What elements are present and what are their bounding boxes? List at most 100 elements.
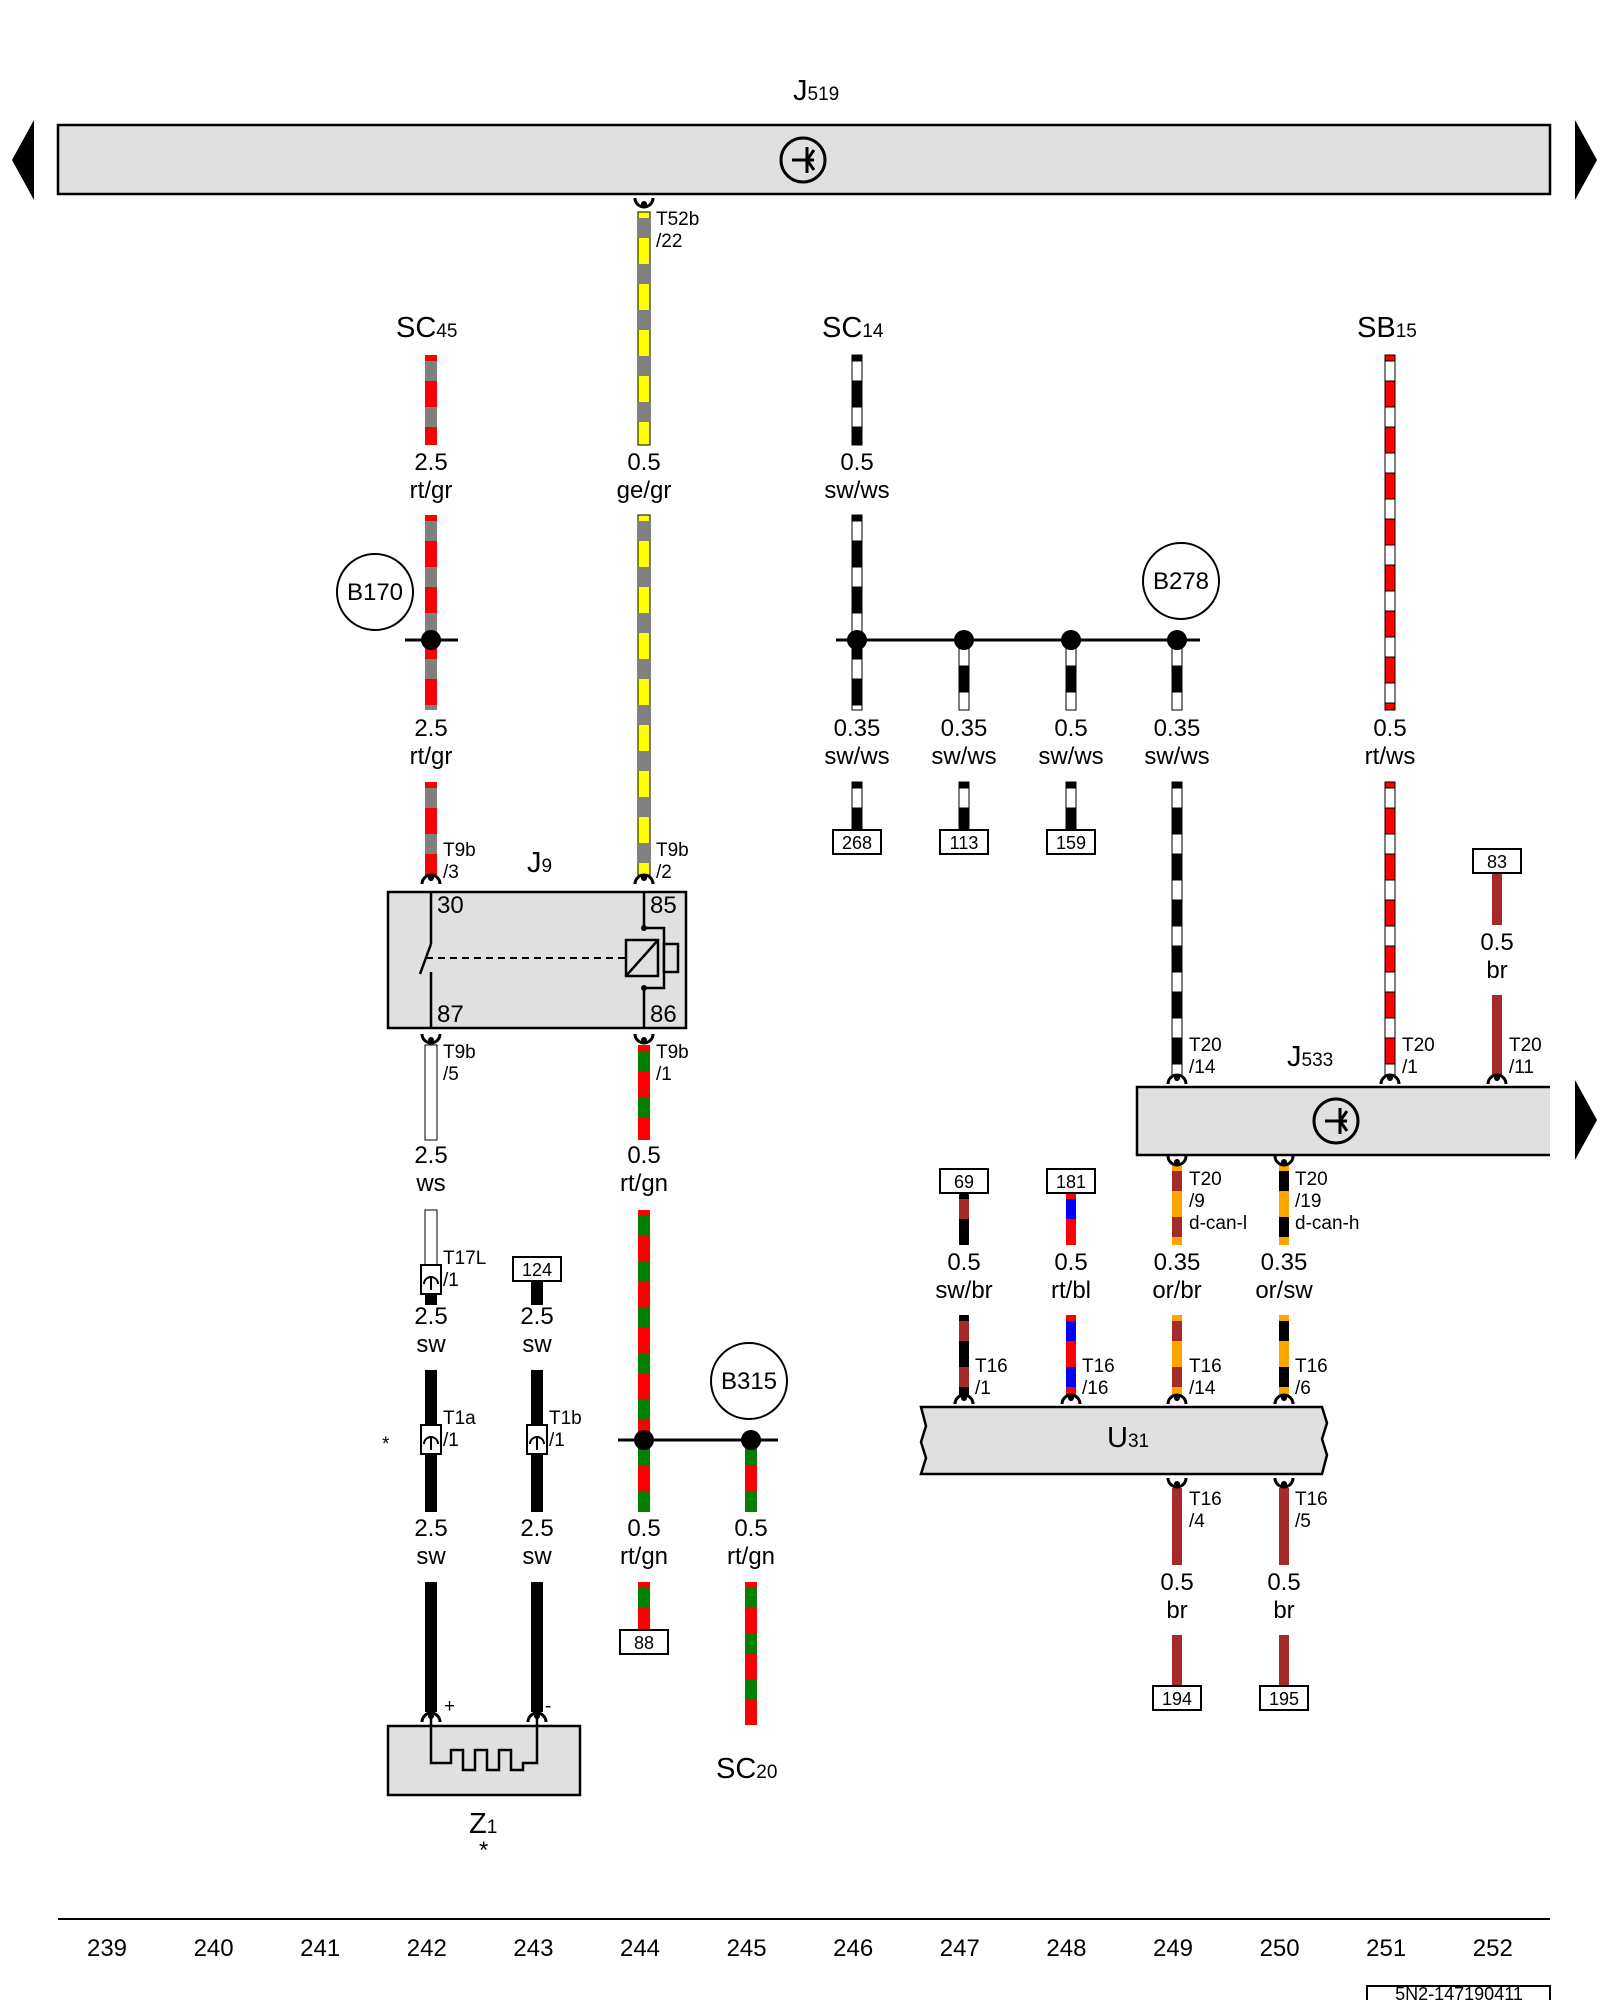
connector-pin-icon: [633, 1033, 655, 1045]
ref-box-181[interactable]: 181: [1046, 1168, 1096, 1194]
wire-w15-segment[interactable]: [1065, 639, 1077, 711]
wire-w22-segment[interactable]: [1279, 1315, 1289, 1395]
svg-text:194: 194: [1162, 1689, 1192, 1709]
module-j533[interactable]: J533: [1135, 1041, 1550, 1157]
wire-w6-segment[interactable]: [425, 1454, 437, 1512]
wire-w6-segment[interactable]: [425, 1582, 437, 1712]
wire-w16-segment[interactable]: [1171, 639, 1183, 711]
j9-pin-85: 85: [650, 892, 677, 919]
svg-text:0.5: 0.5: [1480, 929, 1513, 956]
splice-dot-icon: [847, 630, 867, 650]
wire-w17-segment[interactable]: [1384, 781, 1396, 1076]
wire-w8-segment[interactable]: [637, 211, 651, 446]
ref-box-195[interactable]: 195: [1259, 1685, 1309, 1711]
svg-text:124: 124: [522, 1260, 552, 1280]
ruler-tick-label: 241: [300, 1935, 340, 1962]
junction-b278[interactable]: B278: [1142, 542, 1220, 620]
wire-w24-segment[interactable]: [1279, 1635, 1289, 1686]
wire-w20-segment[interactable]: [1066, 1315, 1076, 1395]
wire-w17-segment[interactable]: [1384, 354, 1396, 711]
svg-text:rt/ws: rt/ws: [1365, 743, 1416, 770]
wire-w10-segment[interactable]: [638, 1582, 650, 1630]
connector-t9b-2: T9b/2: [656, 840, 689, 883]
wire-w6-segment[interactable]: [425, 1370, 437, 1425]
splice-dot-icon: [634, 1430, 654, 1450]
connector-t20-11: T20/11: [1509, 1035, 1542, 1078]
wire-w21-segment[interactable]: [1172, 1165, 1182, 1245]
wire-w22-segment[interactable]: [1279, 1165, 1289, 1245]
z1-positive-marker: +: [444, 1696, 455, 1717]
wire-w18-segment[interactable]: [1492, 873, 1502, 925]
wire-w10-segment[interactable]: [638, 1210, 650, 1512]
ref-box-69[interactable]: 69: [939, 1168, 989, 1194]
junction-b278-label: B278: [1153, 568, 1209, 595]
wire-w13-segment[interactable]: [851, 514, 863, 711]
wire-w8-segment[interactable]: [637, 514, 651, 876]
connector-t16-6: T16/6: [1295, 1356, 1328, 1399]
connector-pin-icon: [1486, 1073, 1508, 1085]
wire-w23-segment[interactable]: [1172, 1488, 1182, 1565]
wire-w16-segment[interactable]: [1171, 781, 1183, 1076]
wire-w5-segment[interactable]: [531, 1281, 543, 1305]
wire-w7-segment[interactable]: [531, 1582, 543, 1712]
ref-box-159[interactable]: 159: [1046, 829, 1096, 855]
ref-box-124[interactable]: 124: [512, 1256, 562, 1282]
wire-w21-segment[interactable]: [1172, 1315, 1182, 1395]
ruler-tick-label: 251: [1366, 1935, 1406, 1962]
svg-text:181: 181: [1056, 1172, 1086, 1192]
svg-text:sw/ws: sw/ws: [824, 477, 889, 504]
wire-w20-segment[interactable]: [1066, 1193, 1076, 1245]
wire-w2-segment[interactable]: [425, 515, 437, 710]
wire-w11-segment[interactable]: [745, 1582, 757, 1725]
connector-pin-icon: [1273, 1477, 1295, 1489]
ref-box-194[interactable]: 194: [1152, 1685, 1202, 1711]
wire-w10-label: 0.5rt/gn: [620, 1515, 668, 1570]
wire-w14-segment[interactable]: [958, 781, 970, 831]
wire-w7-segment[interactable]: [531, 1454, 543, 1512]
connector-t9b-1: T9b/1: [656, 1042, 689, 1085]
wire-w19-label: 0.5sw/br: [935, 1249, 992, 1304]
fuse-sc45-label: SC45: [396, 312, 457, 344]
ref-box-88[interactable]: 88: [619, 1629, 669, 1655]
junction-b315[interactable]: B315: [710, 1342, 788, 1420]
wire-w9-segment[interactable]: [638, 1045, 650, 1140]
ref-box-268[interactable]: 268: [832, 829, 882, 855]
transistor-icon: [792, 147, 816, 173]
ruler-tick-label: 246: [833, 1935, 873, 1962]
module-j519[interactable]: J519: [56, 75, 1552, 196]
wire-w24-segment[interactable]: [1279, 1488, 1289, 1565]
wire-w18-segment[interactable]: [1492, 995, 1502, 1075]
ref-box-113[interactable]: 113: [939, 829, 989, 855]
wire-w1-label: 2.5rt/gr: [410, 449, 453, 504]
svg-text:0.5: 0.5: [1054, 715, 1087, 742]
svg-text:br: br: [1273, 1597, 1294, 1624]
wire-w7-segment[interactable]: [531, 1370, 543, 1425]
wire-w2-segment[interactable]: [425, 782, 437, 875]
wire-w19-segment[interactable]: [959, 1193, 969, 1245]
wire-w23-segment[interactable]: [1172, 1635, 1182, 1686]
junction-b170[interactable]: B170: [336, 553, 414, 631]
wire-w14-segment[interactable]: [958, 639, 970, 711]
wire-w24-label: 0.5br: [1267, 1569, 1300, 1624]
module-z1-note: *: [479, 1837, 488, 1864]
svg-text:0.5: 0.5: [1160, 1569, 1193, 1596]
module-j9[interactable]: 30 85 87 86 J9: [386, 847, 688, 1030]
module-z1[interactable]: Z1 *: [386, 1718, 582, 1864]
wire-w13-segment[interactable]: [851, 781, 863, 831]
wire-w3-segment[interactable]: [424, 1044, 438, 1141]
ref-box-83[interactable]: 83: [1472, 848, 1522, 874]
wire-w11-segment[interactable]: [745, 1440, 757, 1512]
wire-w12-segment[interactable]: [851, 354, 863, 446]
svg-text:0.5: 0.5: [627, 1142, 660, 1169]
wire-w4-segment[interactable]: [425, 1294, 437, 1305]
wire-w19-segment[interactable]: [959, 1315, 969, 1395]
wire-w18-label: 0.5br: [1480, 929, 1513, 984]
wire-w1-segment[interactable]: [425, 355, 437, 445]
wire-w9-label: 0.5rt/gn: [620, 1142, 668, 1197]
module-u31[interactable]: U31: [919, 1405, 1329, 1476]
wire-w3-segment[interactable]: [424, 1209, 438, 1266]
wire-w15-segment[interactable]: [1065, 781, 1077, 831]
